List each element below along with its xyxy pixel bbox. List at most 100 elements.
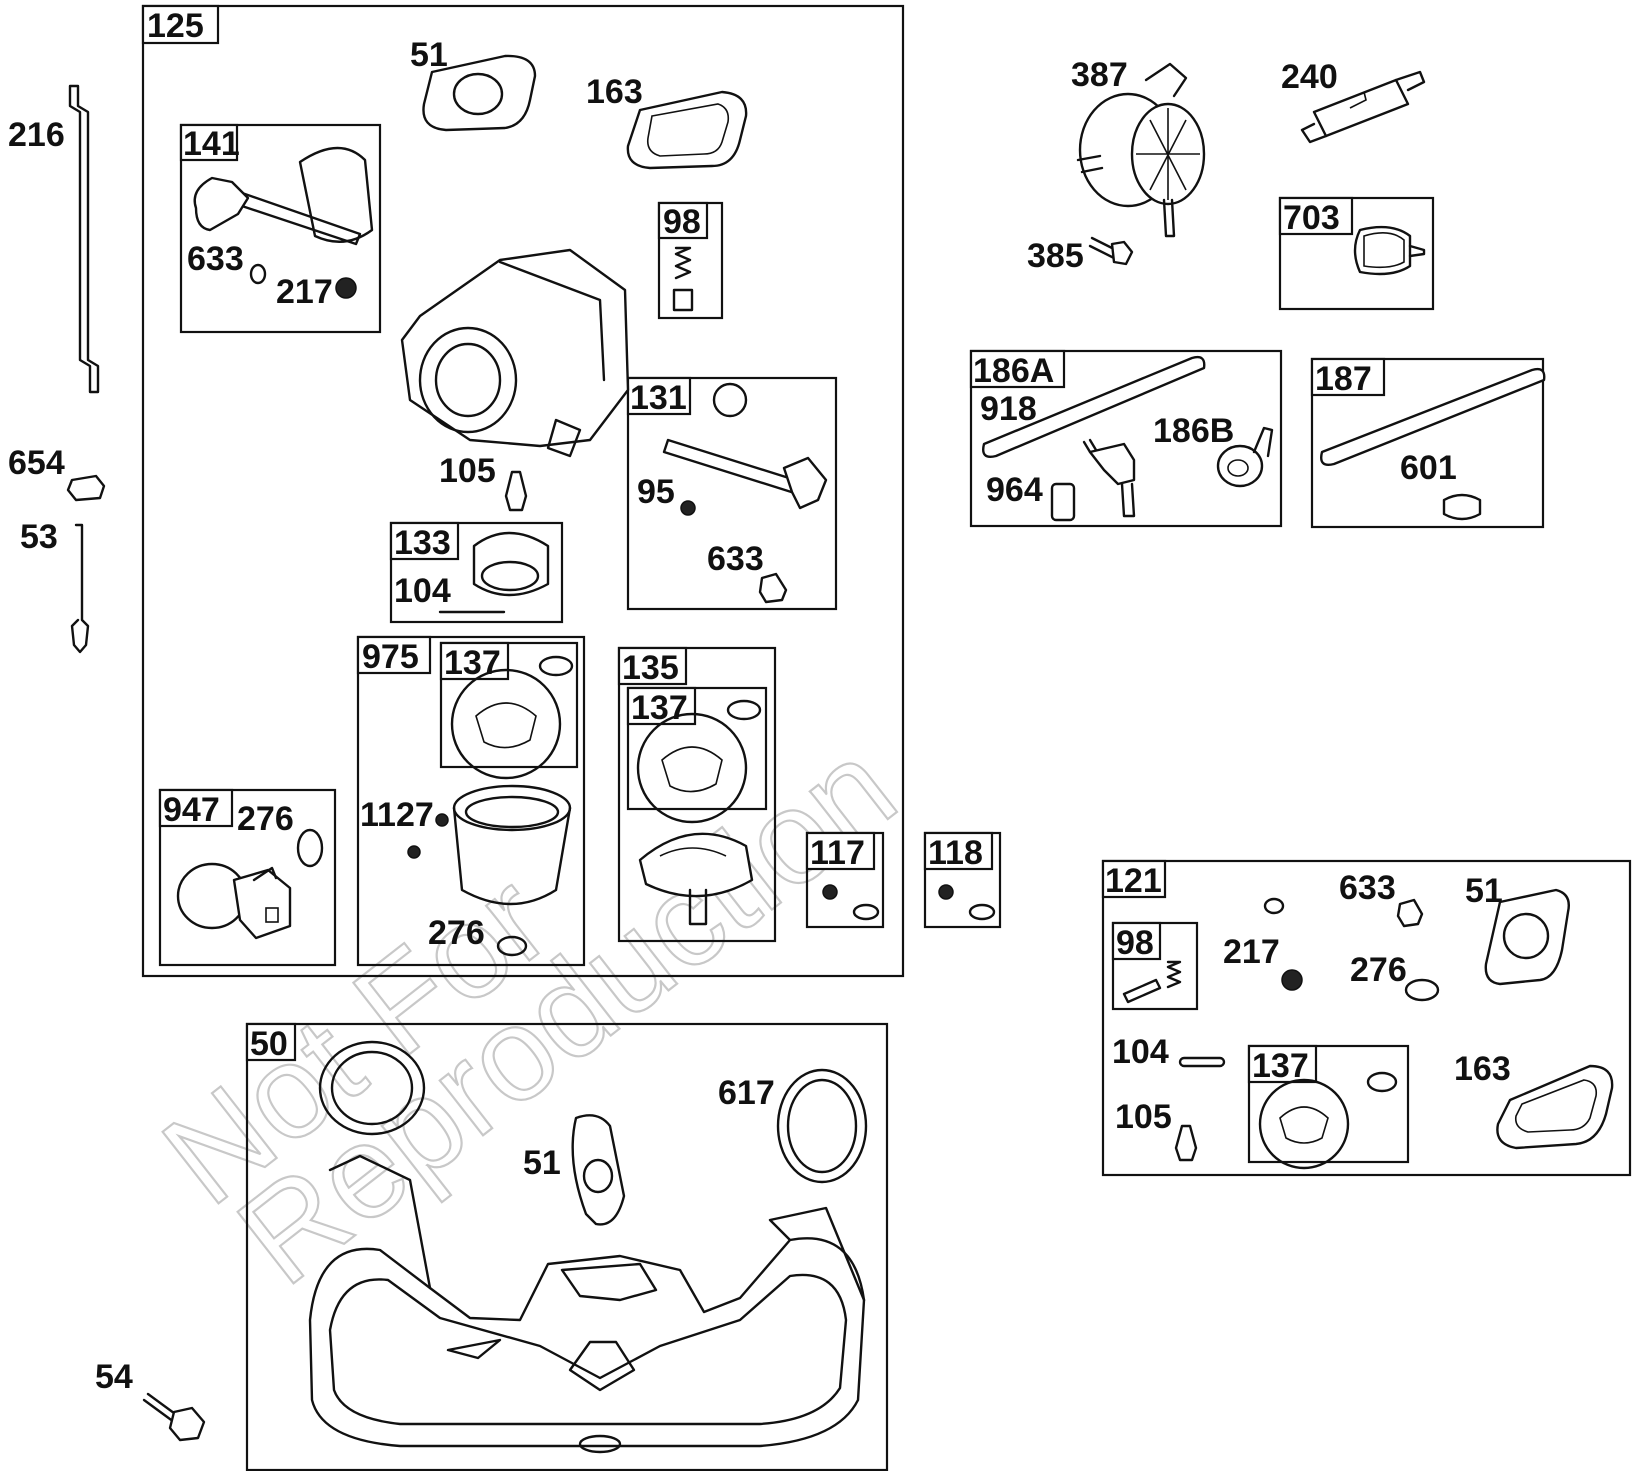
tag-121 (1101, 859, 1167, 899)
screw-118 (938, 884, 954, 900)
callout-276a: 276 (237, 800, 294, 838)
nut-654 (66, 474, 106, 502)
group-label-98b: 98 (1116, 924, 1154, 962)
group-boxes (141, 4, 1632, 1471)
group-label-135: 135 (622, 649, 679, 687)
callout-95: 95 (637, 473, 675, 511)
group-187-box (1310, 357, 1545, 529)
gasket-50-left (318, 1040, 426, 1136)
spring-217b (1281, 969, 1303, 991)
gasket-51a-hole (452, 72, 504, 116)
callout-186B: 186B (1153, 412, 1234, 450)
spring-98a-bottom (672, 288, 694, 312)
washer-276a (296, 828, 324, 868)
gasket-51c (571, 1114, 626, 1226)
tag-133 (389, 521, 460, 561)
washer-118 (968, 903, 996, 921)
needle-105b (1174, 1124, 1198, 1162)
pin-104b (1178, 1056, 1226, 1068)
tag-703 (1278, 196, 1354, 236)
gasket-137a (450, 655, 574, 780)
callout-51c: 51 (523, 1144, 561, 1182)
callout-104b: 104 (1112, 1033, 1169, 1071)
gasket-50-left-inner (330, 1050, 414, 1126)
callout-964: 964 (986, 471, 1043, 509)
group-135-box (617, 646, 777, 943)
callout-387: 387 (1071, 56, 1128, 94)
elbow-fitting (1082, 438, 1136, 518)
tag-947 (158, 788, 234, 828)
rod-216 (68, 84, 100, 394)
group-186A-box (969, 349, 1283, 528)
group-label-125: 125 (147, 7, 204, 45)
needle-53 (70, 523, 90, 654)
callout-217b: 217 (1223, 933, 1280, 971)
screw-385 (1088, 236, 1134, 266)
group-label-131: 131 (630, 379, 687, 417)
tag-117 (805, 831, 876, 871)
group-703-box (1278, 196, 1435, 311)
callout-240: 240 (1281, 58, 1338, 96)
fitting-186B (1216, 426, 1274, 488)
gasket-51c-hole (582, 1158, 614, 1194)
gasket-617 (776, 1068, 868, 1184)
bushing-633c (1396, 898, 1424, 928)
tag-137c (1247, 1044, 1318, 1084)
tag-186A (969, 349, 1066, 389)
callout-216: 216 (8, 116, 65, 154)
group-label-187: 187 (1315, 360, 1372, 398)
callout-385: 385 (1027, 237, 1084, 275)
spring-98a-top (674, 246, 692, 280)
callout-918: 918 (980, 390, 1037, 428)
callout-53: 53 (20, 518, 58, 556)
group-137b-box (626, 686, 768, 811)
group-label-137b: 137 (631, 689, 688, 727)
tube-918 (982, 355, 1206, 458)
sleeve-964 (1050, 482, 1076, 522)
float-133-ring (480, 560, 540, 592)
intake-manifold-50 (308, 1040, 868, 1454)
tag-50 (245, 1022, 297, 1062)
clamp-703 (1353, 225, 1426, 276)
callout-276b: 276 (428, 914, 485, 952)
callout-633b: 633 (707, 540, 764, 578)
group-label-117: 117 (810, 834, 865, 872)
bowl-975 (407, 784, 572, 957)
fuel-pump-387 (1076, 62, 1206, 238)
group-label-947: 947 (163, 791, 220, 829)
fuel-filter-240 (1300, 70, 1426, 144)
group-label-703: 703 (1283, 199, 1340, 237)
tag-975 (356, 635, 432, 675)
group-50-box (245, 1022, 889, 1471)
group-tags (141, 4, 1386, 1084)
group-label-186A: 186A (973, 352, 1054, 390)
gasket-137c (1258, 1071, 1398, 1170)
gasket-51b-hole (1502, 912, 1550, 960)
callout-51b: 51 (1465, 872, 1503, 910)
carburetor-body (400, 248, 630, 458)
callout-217a: 217 (276, 273, 333, 311)
tag-98a (657, 201, 709, 240)
bushing-633b (758, 572, 788, 604)
callout-633a: 633 (187, 240, 244, 278)
needle-105a (504, 470, 528, 512)
tag-135 (617, 646, 688, 686)
callout-51a: 51 (410, 36, 448, 74)
choke-lever-141 (193, 176, 250, 232)
gasket-163a-inner (646, 103, 730, 157)
group-label-118: 118 (928, 834, 983, 872)
solenoid-947 (176, 828, 324, 940)
float-133 (472, 531, 550, 597)
tag-187 (1310, 357, 1386, 397)
gasket-137b (636, 699, 762, 824)
callout-601: 601 (1400, 449, 1457, 487)
callout-105a: 105 (439, 452, 496, 490)
callout-1127: 1127 (360, 796, 434, 834)
callout-163b: 163 (1454, 1050, 1511, 1088)
clamp-601 (1442, 493, 1482, 521)
throttle-plate-131 (712, 382, 748, 418)
tag-118 (923, 831, 994, 871)
group-975-box (356, 635, 586, 967)
callout-104a: 104 (394, 572, 451, 610)
gasket-51a (422, 54, 537, 132)
